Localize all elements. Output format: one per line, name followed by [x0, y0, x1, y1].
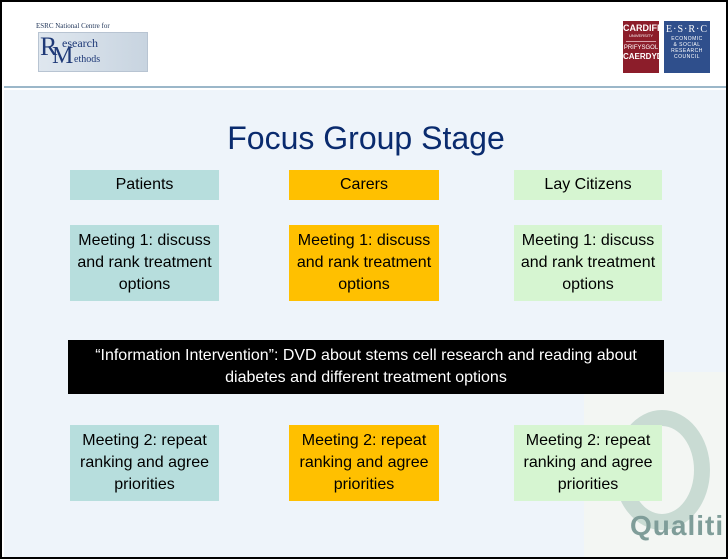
research-methods-logo: ESRC National Centre for R esearch M eth… — [34, 22, 152, 76]
cardiff-logo-line4: CAERDYDD — [623, 52, 669, 61]
esrc-logo-sub1: ECONOMIC — [671, 36, 703, 42]
meeting2-carers: Meeting 2: repeat ranking and agree prio… — [289, 425, 439, 501]
slide-title: Focus Group Stage — [227, 120, 505, 156]
meeting1-patients: Meeting 1: discuss and rank treatment op… — [70, 225, 219, 301]
cardiff-logo-line1: CARDIFF — [623, 23, 663, 33]
group-header-patients: Patients — [70, 170, 219, 200]
group-header-carers: Carers — [289, 170, 439, 200]
logo-letter-m: M — [52, 43, 74, 69]
cardiff-logo-divider — [626, 41, 656, 42]
logo-word-methods: ethods — [74, 54, 101, 65]
esrc-logo-sub2: & SOCIAL — [673, 42, 701, 48]
esrc-logo-sub4: COUNCIL — [673, 54, 700, 60]
watermark-word: Qualiti — [630, 510, 725, 541]
esrc-logo: E·S·R·C ECONOMIC & SOCIAL RESEARCH COUNC… — [664, 21, 710, 73]
cardiff-logo-line3: PRIFYSGOL — [623, 45, 659, 51]
logo-word-research: esearch — [62, 36, 98, 50]
meeting2-lay-citizens: Meeting 2: repeat ranking and agree prio… — [514, 425, 662, 501]
cardiff-university-logo: CARDIFF UNIVERSITY PRIFYSGOL CAERDYDD — [623, 21, 669, 73]
meeting2-patients: Meeting 2: repeat ranking and agree prio… — [70, 425, 219, 501]
group-header-lay-citizens: Lay Citizens — [514, 170, 662, 200]
logo-letter-r: R — [40, 32, 58, 61]
esrc-logo-sub3: RESEARCH — [671, 48, 703, 54]
meeting1-carers: Meeting 1: discuss and rank treatment op… — [289, 225, 439, 301]
cardiff-logo-line2: UNIVERSITY — [628, 33, 653, 38]
logo-badge — [38, 32, 148, 72]
logo-centre-text: ESRC National Centre for — [36, 22, 110, 30]
esrc-logo-title: E·S·R·C — [666, 24, 708, 35]
information-intervention-banner: “Information Intervention”: DVD about st… — [68, 340, 664, 394]
meeting1-lay-citizens: Meeting 1: discuss and rank treatment op… — [514, 225, 662, 301]
